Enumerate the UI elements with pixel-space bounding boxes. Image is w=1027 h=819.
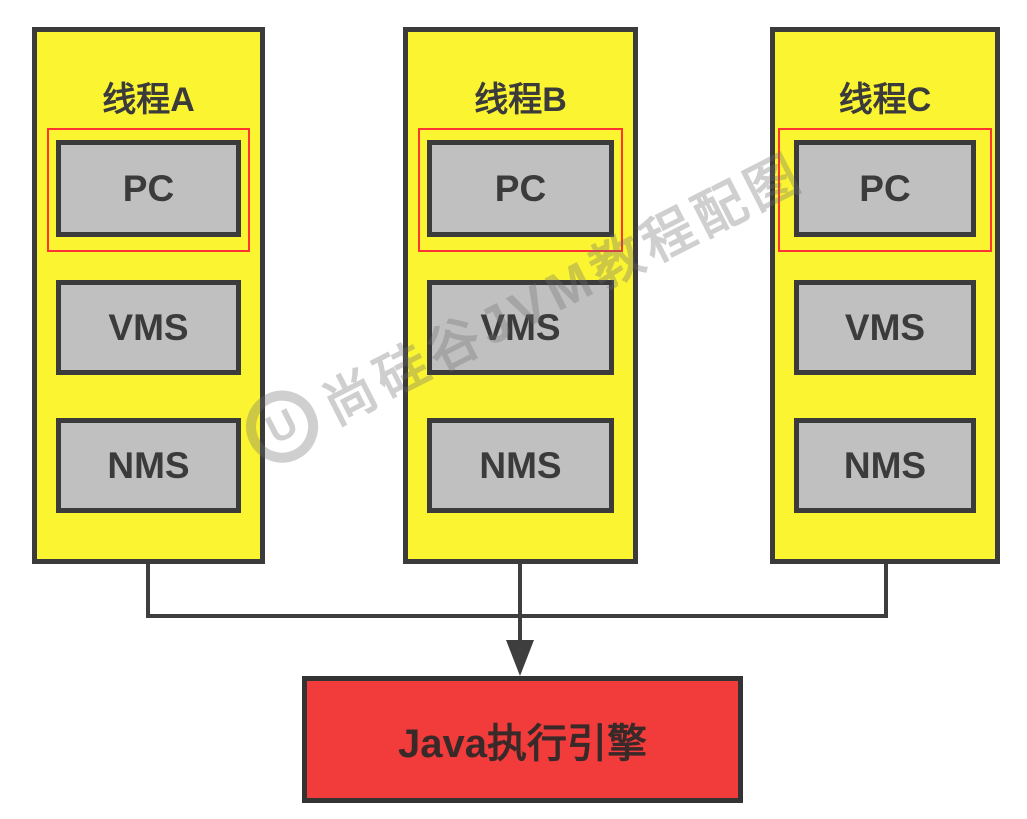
nms-stack-box: NMS: [794, 418, 976, 513]
connector-horizontal-line: [146, 614, 888, 618]
thread-title: 线程C: [838, 81, 932, 119]
java-execution-engine-label: Java执行引擎: [398, 721, 647, 766]
vms-stack-box: VMS: [427, 280, 614, 375]
box-label: NMS: [479, 444, 562, 486]
pc-highlight-outline: [418, 128, 623, 252]
box-label: NMS: [107, 444, 190, 486]
vms-stack-box: VMS: [794, 280, 976, 375]
nms-stack-box: NMS: [427, 418, 614, 513]
box-label: PC: [494, 167, 547, 209]
box-label: PC: [122, 167, 175, 209]
vms-stack-box: VMS: [56, 280, 241, 375]
box-label: NMS: [843, 444, 927, 486]
thread-column-b: 线程B PC VMS NMS: [403, 27, 638, 564]
pc-highlight-outline: [47, 128, 250, 252]
connector-stub-thread-a: [146, 562, 150, 618]
thread-title: 线程B: [474, 81, 567, 119]
pc-highlight-outline: [778, 128, 992, 252]
pc-register-box: PC: [56, 140, 241, 237]
thread-title: 线程A: [102, 81, 195, 119]
thread-column-a: 线程A PC VMS NMS: [32, 27, 265, 564]
logo-letter: U: [258, 400, 305, 453]
pc-register-box: PC: [427, 140, 614, 237]
box-label: VMS: [480, 306, 561, 348]
down-arrow-icon: [506, 640, 534, 676]
box-label: VMS: [844, 306, 926, 348]
nms-stack-box: NMS: [56, 418, 241, 513]
box-label: PC: [859, 167, 911, 209]
thread-column-c: 线程C PC VMS NMS: [770, 27, 1000, 564]
connector-stub-thread-b: [518, 562, 522, 644]
box-label: VMS: [108, 306, 189, 348]
java-execution-engine-box: Java执行引擎: [302, 676, 743, 803]
connector-stub-thread-c: [884, 562, 888, 618]
pc-register-box: PC: [794, 140, 976, 237]
